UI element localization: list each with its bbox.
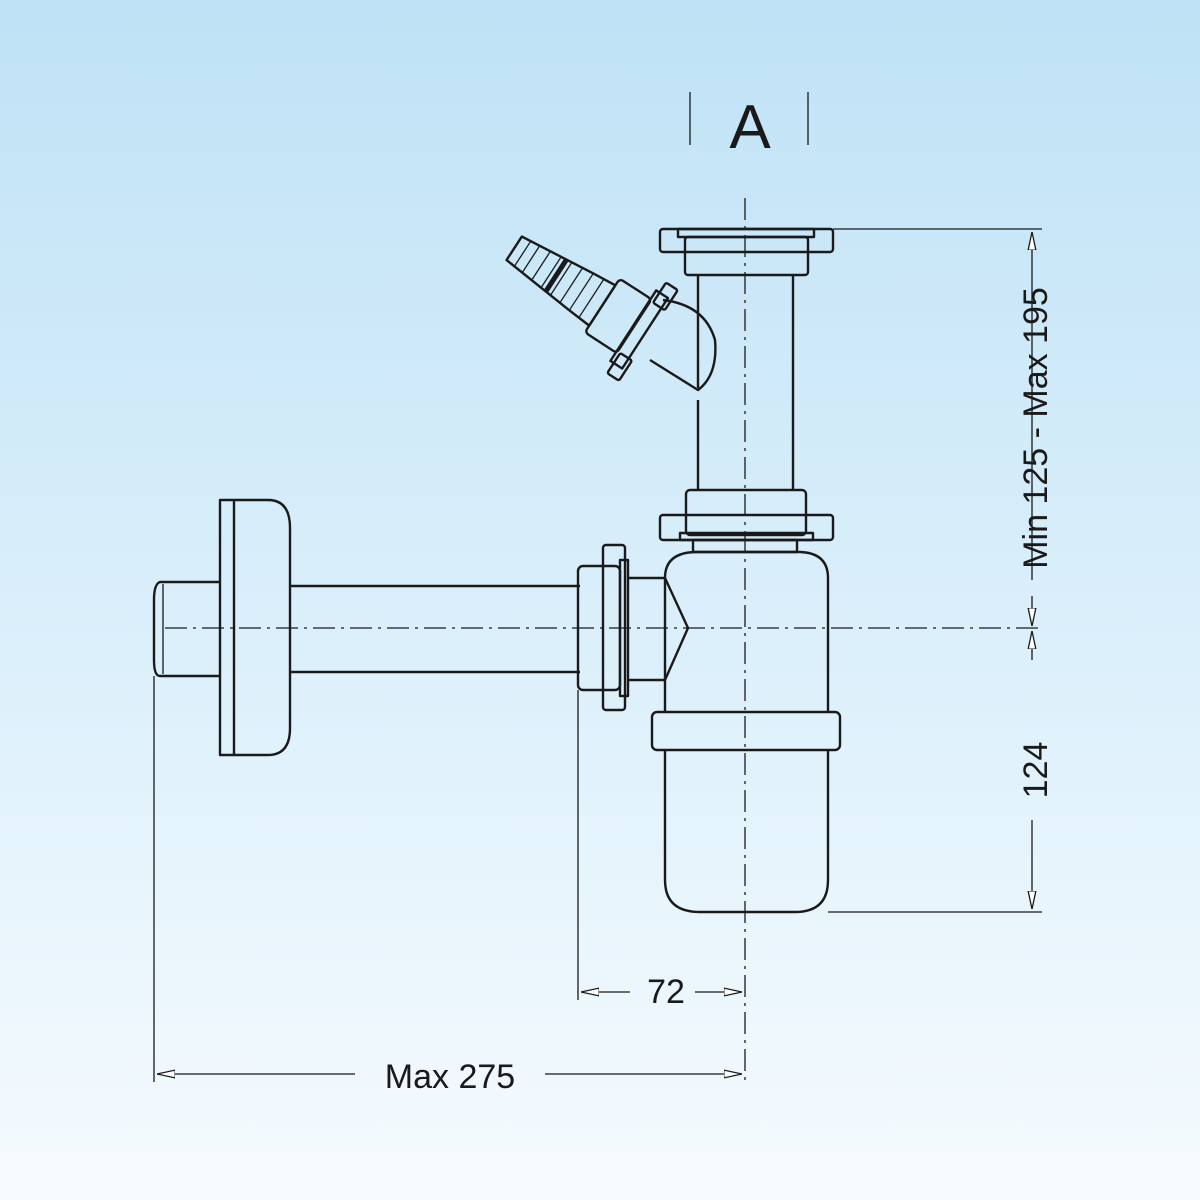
bottle-depth-label: 124 xyxy=(1017,742,1055,799)
vertical-dimensions: Min 125 - Max 195 124 xyxy=(828,228,1055,913)
outlet-pipe xyxy=(152,498,630,757)
lower-nut xyxy=(658,488,835,554)
hose-connector xyxy=(505,235,717,392)
section-label: A xyxy=(729,93,771,162)
height-range-label: Min 125 - Max 195 xyxy=(1017,287,1055,569)
bottle-body xyxy=(628,550,842,914)
horizontal-dimensions: 72 Max 275 xyxy=(153,676,742,1096)
section-marker: A xyxy=(689,92,809,162)
top-nut xyxy=(658,227,835,277)
tailpiece-tube xyxy=(696,275,795,490)
max-length-label: Max 275 xyxy=(385,1058,515,1096)
outlet-offset-label: 72 xyxy=(647,973,685,1011)
